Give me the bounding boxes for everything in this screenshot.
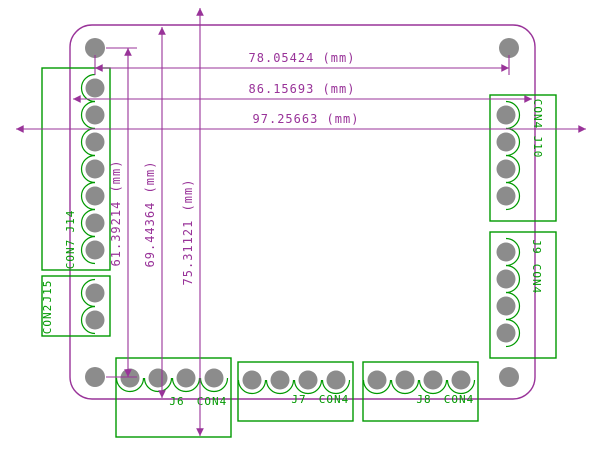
pads-layer <box>85 78 516 390</box>
connector-j10-refdes: J10 <box>531 136 544 159</box>
j14-pad-arc-5 <box>80 181 96 211</box>
j14-pad-7 <box>85 240 105 260</box>
j9-pad-1 <box>496 242 516 262</box>
j8-pad-4 <box>451 370 471 390</box>
connector-j15-refdes: J15 <box>41 280 54 303</box>
mounting-hole-top-left <box>85 38 105 58</box>
j10-pad-3 <box>496 159 516 179</box>
pad-arcs-layer <box>80 73 521 395</box>
j7-pad-arc-3 <box>293 379 323 395</box>
j7-pad-4 <box>326 370 346 390</box>
dim-label-width-1: 78.05424 (mm) <box>249 51 356 65</box>
j9-pad-arc-4 <box>505 318 521 348</box>
j15-pad-arc-1 <box>80 278 96 308</box>
j9-pad-arc-1 <box>505 237 521 267</box>
connector-j14-value: CON7 <box>64 239 77 270</box>
j10-pad-2 <box>496 132 516 152</box>
connector-j15-value: CON2 <box>41 304 54 335</box>
j8-pad-1 <box>367 370 387 390</box>
j7-pad-1 <box>242 370 262 390</box>
j15-pad-2 <box>85 310 105 330</box>
connector-j6-value: CON4 <box>197 395 228 408</box>
j7-pad-arc-1 <box>237 379 267 395</box>
j6-pad-arc-2 <box>143 377 173 393</box>
j9-pad-arc-2 <box>505 264 521 294</box>
j14-pad-1 <box>85 78 105 98</box>
connector-j7-value: CON4 <box>319 393 350 406</box>
dim-label-width-3: 97.25663 (mm) <box>253 112 360 126</box>
j6-pad-arc-1 <box>115 377 145 393</box>
j7-pad-3 <box>298 370 318 390</box>
mounting-hole-top-right <box>499 38 519 58</box>
j14-pad-arc-4 <box>80 154 96 184</box>
board-outline <box>69 24 536 400</box>
j7-pad-arc-4 <box>321 379 351 395</box>
mounting-hole-bottom-left <box>85 367 105 387</box>
j8-pad-3 <box>423 370 443 390</box>
j15-pad-arc-2 <box>80 305 96 335</box>
connector-j9-refdes: J9 <box>530 239 543 254</box>
connector-j7-refdes: J7 <box>291 393 306 406</box>
dim-label-height-1: 61.39214 (mm) <box>109 160 123 267</box>
connector-j9-outline <box>489 231 557 359</box>
j8-pad-2 <box>395 370 415 390</box>
connector-j15-outline <box>41 275 111 337</box>
j10-pad-4 <box>496 186 516 206</box>
connector-j14-outline <box>41 67 111 271</box>
j14-pad-4 <box>85 159 105 179</box>
j8-pad-arc-2 <box>390 379 420 395</box>
connector-j10-value: CON4 <box>531 99 544 130</box>
j6-pad-2 <box>148 368 168 388</box>
j6-pad-3 <box>176 368 196 388</box>
j6-pad-4 <box>204 368 224 388</box>
j7-pad-arc-2 <box>265 379 295 395</box>
dim-label-width-2: 86.15693 (mm) <box>249 82 356 96</box>
j10-pad-1 <box>496 105 516 125</box>
j10-pad-arc-3 <box>505 154 521 184</box>
connector-outlines <box>41 67 557 438</box>
connector-j8-refdes: J8 <box>416 393 431 406</box>
j9-pad-4 <box>496 323 516 343</box>
connector-j10-outline <box>489 94 557 222</box>
j8-pad-arc-3 <box>418 379 448 395</box>
connector-j8-outline <box>362 361 479 422</box>
connector-j7-outline <box>237 361 354 422</box>
j8-pad-arc-4 <box>446 379 476 395</box>
j9-pad-2 <box>496 269 516 289</box>
j8-pad-arc-1 <box>362 379 392 395</box>
j9-pad-3 <box>496 296 516 316</box>
j14-pad-arc-7 <box>80 235 96 265</box>
j14-pad-5 <box>85 186 105 206</box>
connector-j6-outline <box>115 357 232 438</box>
j15-pad-1 <box>85 283 105 303</box>
j6-pad-1 <box>120 368 140 388</box>
j7-pad-2 <box>270 370 290 390</box>
dim-label-height-2: 69.44364 (mm) <box>143 161 157 268</box>
j10-pad-arc-4 <box>505 181 521 211</box>
j14-pad-2 <box>85 105 105 125</box>
mounting-hole-bottom-right <box>499 367 519 387</box>
j14-pad-6 <box>85 213 105 233</box>
dimension-annotations: 78.05424 (mm) 86.15693 (mm) 97.25663 (mm… <box>15 8 587 436</box>
j9-pad-arc-3 <box>505 291 521 321</box>
connector-j9-value: CON4 <box>530 264 543 295</box>
connector-j6-refdes: J6 <box>169 395 184 408</box>
j14-pad-arc-6 <box>80 208 96 238</box>
connector-j14-refdes: J14 <box>64 210 77 233</box>
j14-pad-3 <box>85 132 105 152</box>
dim-label-height-3: 75.31121 (mm) <box>181 179 195 286</box>
connector-j8-value: CON4 <box>444 393 475 406</box>
connector-labels: J14 CON7 J15 CON2 CON4 J10 J9 CON4 J6 CO… <box>41 99 544 408</box>
mounting-holes <box>85 38 519 387</box>
